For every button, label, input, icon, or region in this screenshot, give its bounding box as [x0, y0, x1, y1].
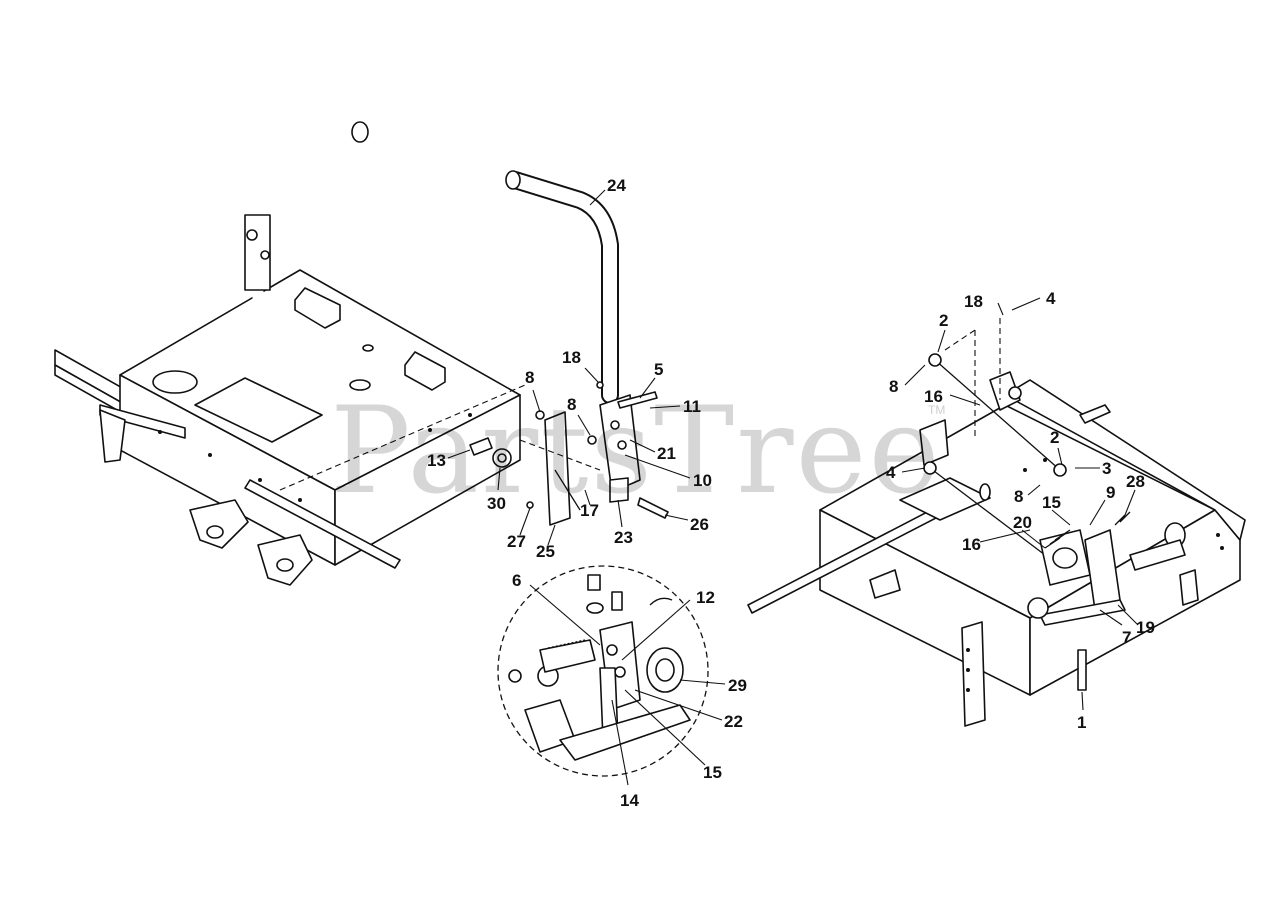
- callout-27: 27: [507, 532, 526, 551]
- callout-23: 23: [614, 528, 633, 547]
- callout-26: 26: [690, 515, 709, 534]
- callout-1: 1: [1077, 713, 1086, 732]
- callouts: 1 2 2 3 4 4 5 6 7 8 8 8 8 9 10 11 12 13 …: [427, 176, 1155, 810]
- callout-20: 20: [1013, 513, 1032, 532]
- callout-16: 16: [962, 535, 981, 554]
- callout-22: 22: [724, 712, 743, 731]
- callout-15: 15: [703, 763, 722, 782]
- leader-lines: [447, 189, 1139, 786]
- callout-8: 8: [567, 395, 576, 414]
- callout-4: 4: [886, 463, 896, 482]
- callout-13: 13: [427, 451, 446, 470]
- callout-8: 8: [889, 377, 898, 396]
- callout-24: 24: [607, 176, 626, 195]
- callout-18: 18: [562, 348, 581, 367]
- callout-12: 12: [696, 588, 715, 607]
- callout-8: 8: [1014, 487, 1023, 506]
- watermark: PartsTree TM: [330, 382, 945, 521]
- callout-10: 10: [693, 471, 712, 490]
- right-deck-assembly: [747, 318, 1246, 727]
- callout-9: 9: [1106, 483, 1115, 502]
- callout-21: 21: [657, 444, 676, 463]
- callout-25: 25: [536, 542, 555, 561]
- center-lever-assembly: [469, 170, 669, 526]
- left-chassis-assembly: [54, 86, 526, 586]
- callout-29: 29: [728, 676, 747, 695]
- callout-14: 14: [620, 791, 639, 810]
- callout-15: 15: [1042, 493, 1061, 512]
- callout-4: 4: [1046, 289, 1056, 308]
- callout-17: 17: [580, 501, 599, 520]
- callout-6: 6: [512, 571, 521, 590]
- watermark-trademark: TM: [928, 403, 945, 417]
- watermark-text: PartsTree: [330, 382, 942, 521]
- callout-28: 28: [1126, 472, 1145, 491]
- detail-inset: [497, 565, 709, 777]
- callout-2: 2: [939, 311, 948, 330]
- callout-16: 16: [924, 387, 943, 406]
- callout-18: 18: [964, 292, 983, 311]
- callout-2: 2: [1050, 428, 1059, 447]
- callout-19: 19: [1136, 618, 1155, 637]
- callout-30: 30: [487, 494, 506, 513]
- callout-11: 11: [683, 397, 701, 416]
- callout-8: 8: [525, 368, 534, 387]
- callout-3: 3: [1102, 459, 1111, 478]
- callout-7: 7: [1122, 628, 1131, 647]
- callout-5: 5: [654, 360, 663, 379]
